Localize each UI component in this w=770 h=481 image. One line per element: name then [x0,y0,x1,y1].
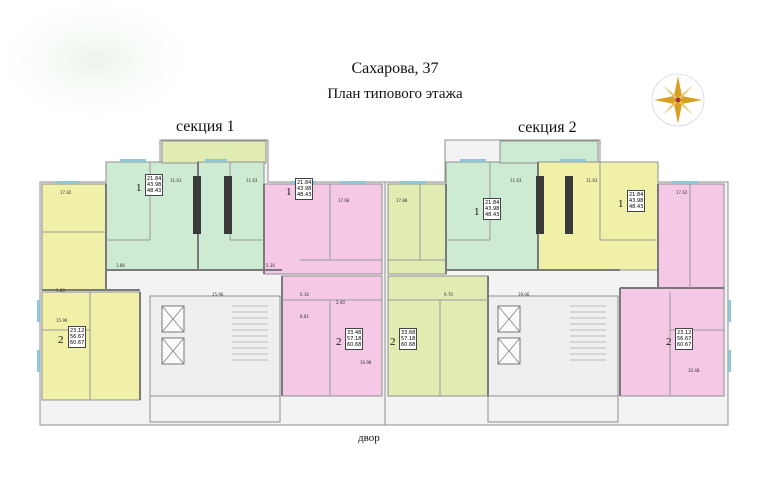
room-area: 10.98 [360,360,372,365]
room-area: 8.81 [300,314,309,319]
room-area: 3.86 [116,263,125,268]
room-count: 1 [136,182,142,194]
section-2-label: секция 2 [518,119,577,136]
address-title: Сахарова, 37 [351,60,439,77]
room-area: 11.63 [510,178,522,183]
plan-title: План типового этажа [327,86,463,102]
apt-2-6-zone [619,287,725,397]
room-count: 2 [390,336,396,348]
room-count: 1 [474,206,480,218]
room-area: 17.82 [60,190,72,195]
room-area: 17.88 [396,198,408,203]
room-count: 1 [618,198,624,210]
room-area: 15.96 [212,292,224,297]
apt-1-6-zone [281,275,383,397]
room-area: 6.16 [300,292,309,297]
room-area: 17.68 [338,198,350,203]
room-area: 1.80 [56,288,65,293]
room-area: 11.63 [170,178,182,183]
room-area: 5.36 [266,263,275,268]
apt-2-2-zone [387,275,489,397]
room-area: 11.63 [586,178,598,183]
room-area: 11.63 [246,178,258,183]
room-area: 19.06 [518,292,530,297]
room-count: 2 [666,336,672,348]
room-area: 17.62 [676,190,688,195]
apt-2-5-zone [657,183,725,289]
apt-1-5-zone [263,183,383,275]
apt-2-4-zone [537,161,659,271]
apt-2-1-zone [387,183,447,275]
room-count: 2 [336,336,342,348]
section-1-label: секция 1 [176,118,235,135]
yard-label: двор [358,432,380,444]
room-area: 2.40 [336,300,345,305]
room-area: 10.48 [688,368,700,373]
apt-1-2-zone [41,291,141,401]
room-area: 9.70 [444,292,453,297]
room-count: 1 [286,186,292,198]
room-count: 2 [58,334,64,346]
room-area: 15.96 [56,318,68,323]
